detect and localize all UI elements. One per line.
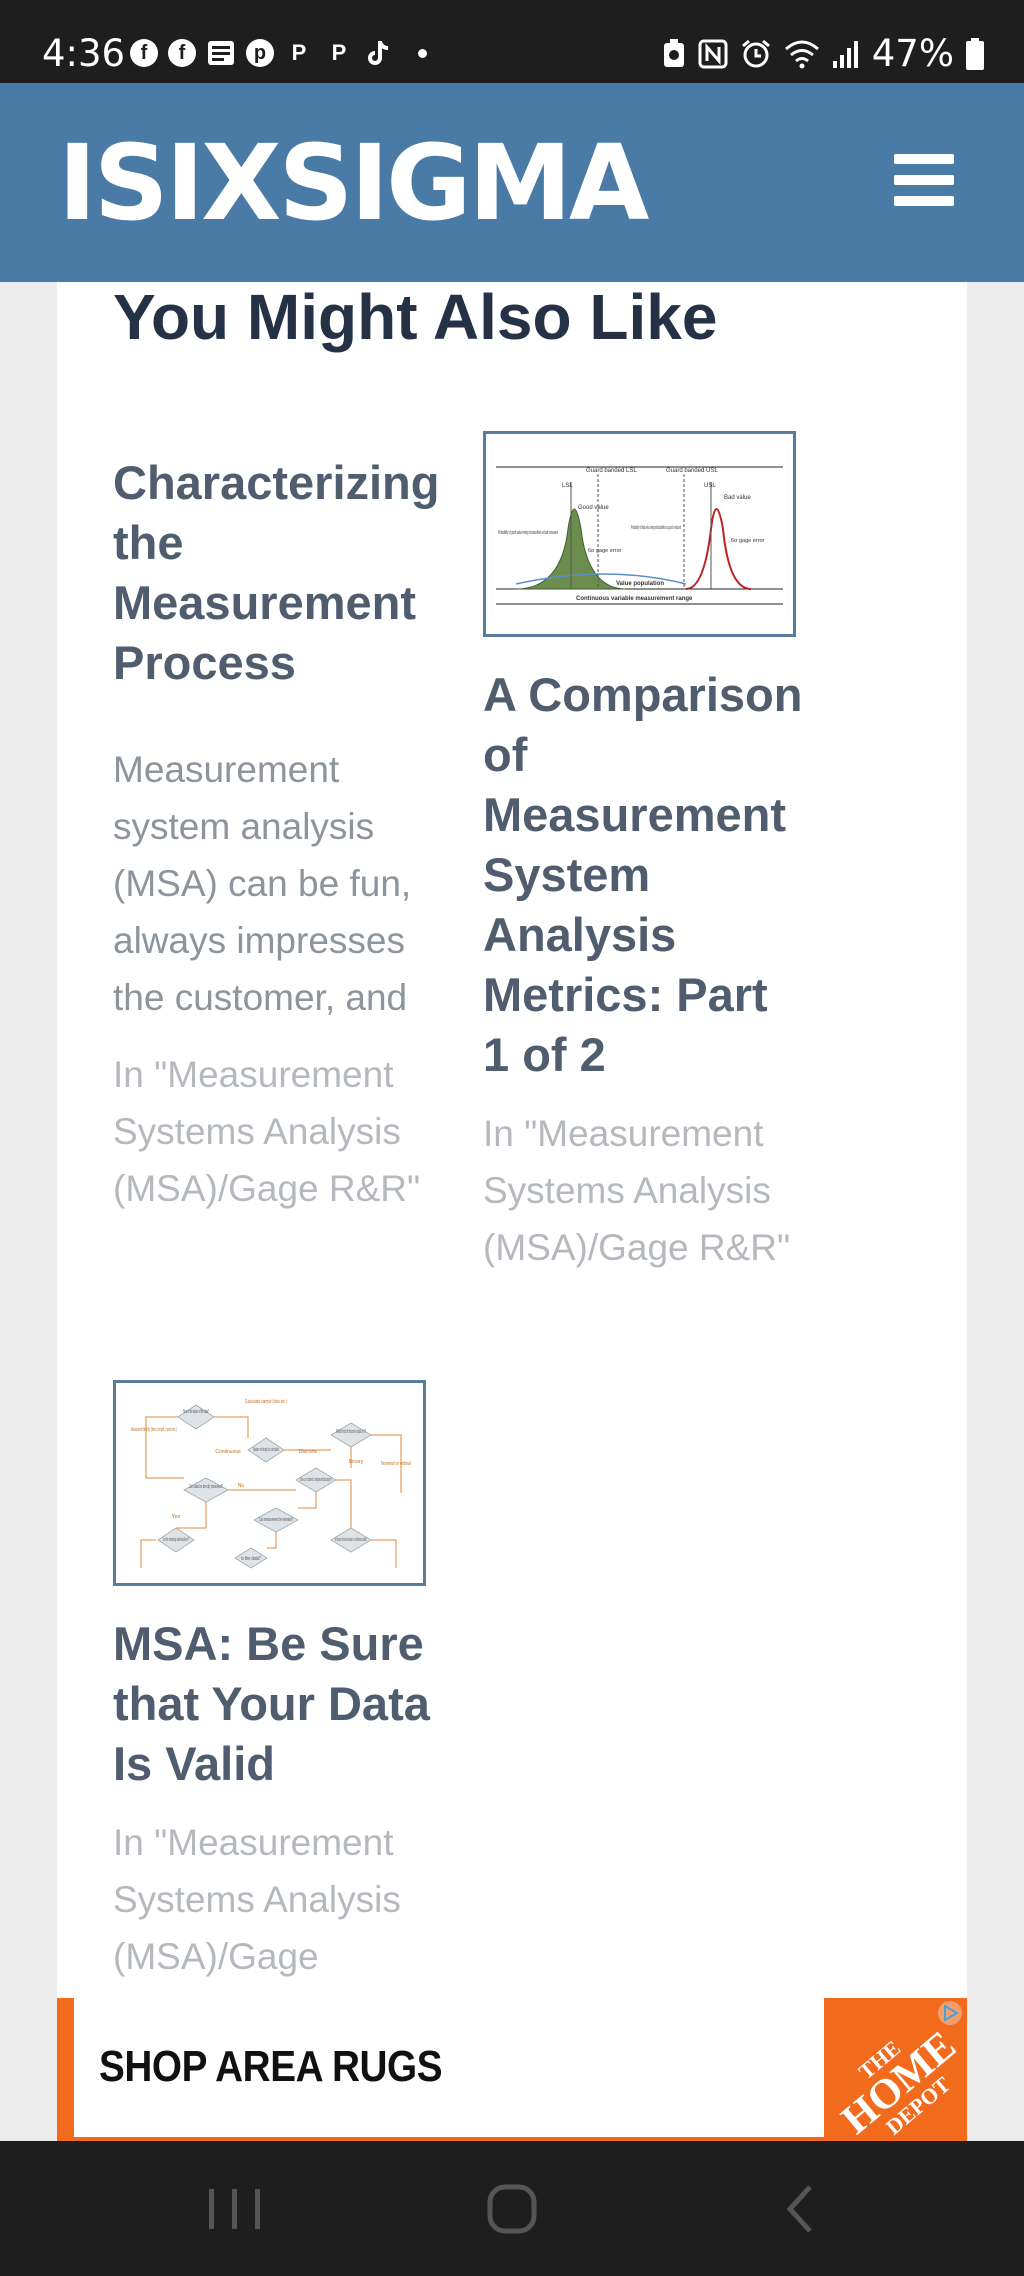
status-bar: 4:36 f f p P P 47% bbox=[0, 0, 1024, 83]
related-post-card: What is the nature of the data? Calculat… bbox=[113, 1380, 433, 1985]
svg-text:Probability of bad value being: Probability of bad value being misclassi… bbox=[631, 525, 681, 531]
related-post-excerpt: Measurement system analysis (MSA) can be… bbox=[113, 749, 412, 1018]
svg-text:What is the nature of the data: What is the nature of the data? bbox=[183, 1409, 209, 1415]
svg-text:Guard banded USL: Guard banded USL bbox=[666, 468, 718, 474]
svg-text:USL: USL bbox=[704, 483, 716, 489]
svg-text:Is binary decision based on co: Is binary decision based on continuous d… bbox=[335, 1537, 367, 1543]
home-depot-logo[interactable]: THE HOME DEPOT bbox=[824, 1998, 967, 2141]
svg-text:Measured directly (time, lengt: Measured directly (time, length, count e… bbox=[131, 1427, 177, 1433]
wifi-icon bbox=[784, 40, 819, 69]
pinterest-icon: p bbox=[246, 39, 274, 67]
back-icon[interactable] bbox=[760, 2179, 840, 2239]
ad-choices-icon[interactable] bbox=[937, 2000, 963, 2026]
svg-text:Nature of study to calculate: Nature of study to calculate bbox=[253, 1447, 279, 1453]
related-post-thumbnail[interactable]: LSL Guard banded LSL Guard banded USL US… bbox=[483, 431, 796, 637]
related-post-category: In "Measurement Systems Analysis (MSA)/G… bbox=[483, 1113, 791, 1268]
battery-percent: 47% bbox=[871, 32, 954, 75]
svg-text:What kind of discrete data is: What kind of discrete data is it? bbox=[336, 1429, 366, 1435]
svg-text:Good value: Good value bbox=[578, 505, 609, 511]
p-app-icon: P bbox=[291, 40, 307, 65]
svg-text:Can data be directly measured?: Can data be directly measured? bbox=[189, 1484, 223, 1490]
ad-banner[interactable]: SHOP AREA RUGS THE HOME DEPOT bbox=[57, 1998, 967, 2141]
alarm-icon bbox=[741, 39, 770, 68]
ad-accent-stripe bbox=[57, 1998, 74, 2141]
svg-text:Discrete: Discrete bbox=[299, 1449, 318, 1455]
related-post-title[interactable]: MSA: Be Sure that Your Data Is Valid bbox=[113, 1617, 430, 1790]
svg-text:LSL: LSL bbox=[562, 483, 573, 489]
svg-text:Value population: Value population bbox=[616, 581, 664, 587]
battery-saver-icon bbox=[663, 39, 684, 67]
svg-text:Continuous variable measuremen: Continuous variable measurement range bbox=[576, 596, 693, 602]
facebook-icon: f bbox=[130, 39, 158, 67]
svg-text:Bad value: Bad value bbox=[724, 495, 751, 501]
news-icon bbox=[206, 38, 236, 68]
svg-text:Is the data?: Is the data? bbox=[241, 1556, 261, 1562]
svg-text:Nominal or ordinal: Nominal or ordinal bbox=[381, 1461, 411, 1467]
notification-icons: f f p P P bbox=[130, 38, 427, 68]
home-icon[interactable] bbox=[472, 2179, 552, 2239]
related-post-title[interactable]: Characterizing the Measurement Process bbox=[113, 456, 440, 689]
nfc-icon bbox=[698, 39, 728, 69]
tiktok-icon bbox=[364, 38, 394, 68]
svg-text:Can measurement be repeated?: Can measurement be repeated? bbox=[259, 1517, 293, 1523]
system-nav-bar bbox=[0, 2141, 1024, 2276]
svg-text:6σ gage error: 6σ gage error bbox=[731, 538, 765, 544]
svg-text:Continuous: Continuous bbox=[215, 1449, 241, 1455]
svg-text:6σ gage error: 6σ gage error bbox=[588, 548, 622, 554]
related-post-title[interactable]: A Comparison of Measurement System Analy… bbox=[483, 668, 803, 1081]
status-time: 4:36 bbox=[42, 32, 126, 75]
site-logo[interactable]: ISIXSIGMA bbox=[58, 122, 649, 244]
battery-icon bbox=[966, 38, 984, 70]
section-heading: You Might Also Like bbox=[113, 282, 718, 353]
site-header: ISIXSIGMA bbox=[0, 83, 1024, 282]
ad-bottom-border bbox=[57, 2137, 967, 2141]
svg-text:Yes: Yes bbox=[172, 1514, 181, 1520]
system-icons: 47% bbox=[662, 34, 984, 74]
ad-headline[interactable]: SHOP AREA RUGS bbox=[99, 2042, 443, 2091]
signal-icon bbox=[832, 41, 858, 68]
svg-text:Binary: Binary bbox=[349, 1459, 364, 1465]
flowchart-diagram: What is the nature of the data? Calculat… bbox=[131, 1399, 411, 1569]
svg-text:No: No bbox=[238, 1483, 245, 1489]
svg-text:Is the testing destructive?: Is the testing destructive? bbox=[163, 1537, 189, 1543]
related-posts-section: You Might Also Like Characterizing the M… bbox=[57, 282, 967, 1998]
svg-text:Calculated sample (data etc.): Calculated sample (data etc.) bbox=[245, 1399, 287, 1405]
hamburger-menu-icon[interactable] bbox=[894, 154, 954, 206]
related-post-card: LSL Guard banded LSL Guard banded USL US… bbox=[483, 431, 803, 1276]
distribution-diagram: LSL Guard banded LSL Guard banded USL US… bbox=[496, 466, 783, 605]
svg-text:Probability of good value bein: Probability of good value being misclass… bbox=[498, 530, 558, 536]
svg-text:Guard banded LSL: Guard banded LSL bbox=[586, 468, 637, 474]
recent-apps-icon[interactable] bbox=[195, 2179, 275, 2239]
related-post-category: In "Measurement Systems Analysis (MSA)/G… bbox=[113, 1822, 401, 1977]
related-post-category: In "Measurement Systems Analysis (MSA)/G… bbox=[113, 1054, 421, 1209]
more-dot-icon bbox=[418, 48, 427, 58]
related-post-card: Characterizing the Measurement Process M… bbox=[113, 453, 440, 1217]
svg-text:Does our counted / categorized: Does our counted / categorized data agre… bbox=[300, 1477, 332, 1483]
related-post-thumbnail[interactable]: What is the nature of the data? Calculat… bbox=[113, 1380, 426, 1586]
p-app-icon: P bbox=[331, 40, 347, 65]
facebook-icon: f bbox=[168, 39, 196, 67]
